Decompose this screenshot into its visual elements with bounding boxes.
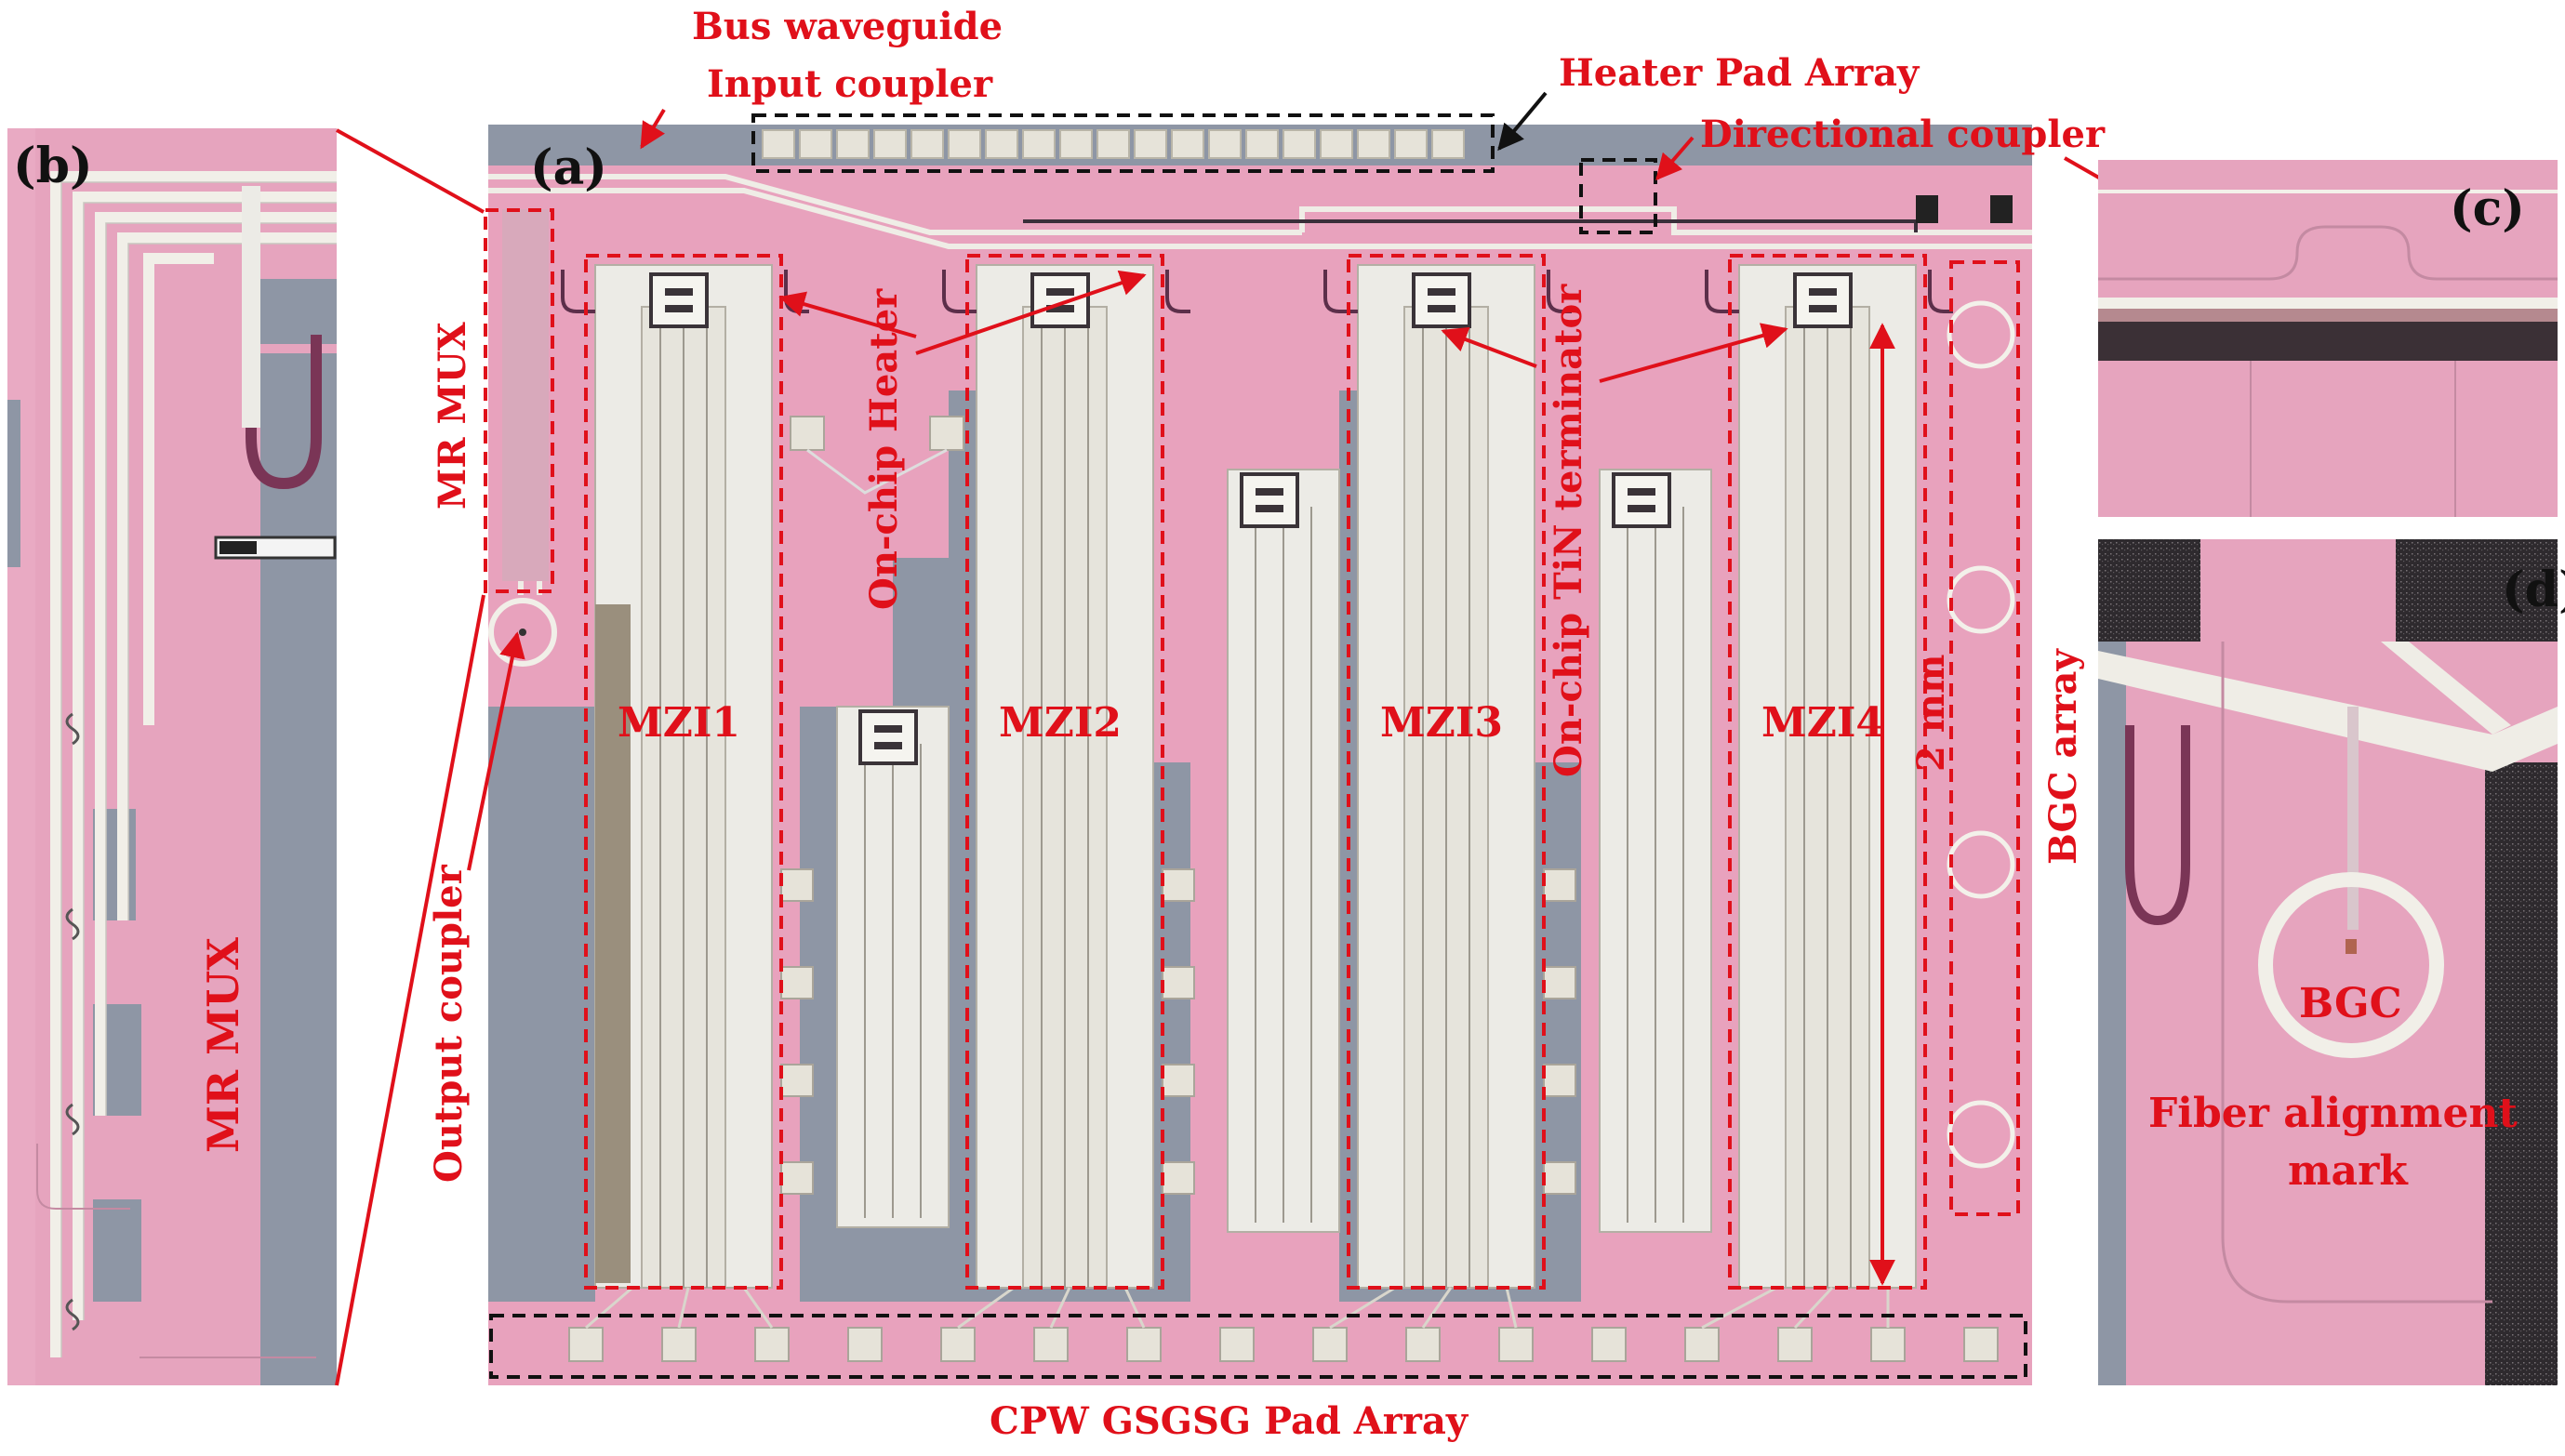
panel-a-micrograph	[488, 125, 2032, 1385]
label-mzi2: MZI2	[999, 699, 1122, 747]
label-mzi3: MZI3	[1380, 699, 1503, 747]
panel-label-a: (a)	[530, 139, 607, 196]
zoom-lines-b	[335, 128, 485, 1386]
label-directional-coupler: Directional coupler	[1700, 113, 2106, 156]
heater-pads	[762, 129, 1465, 159]
label-mr-mux-a: MR MUX	[431, 322, 474, 510]
label-cpw-pad-array: CPW GSGSG Pad Array	[990, 1399, 1469, 1443]
label-mzi4: MZI4	[1761, 699, 1884, 747]
panel-b-micrograph	[7, 128, 337, 1385]
annotation-arrows	[467, 91, 2133, 1286]
annotation-boxes	[484, 113, 2027, 1379]
panel-d-micrograph	[2098, 539, 2558, 1385]
label-2mm: 2 mm	[1909, 655, 1953, 772]
label-on-chip-heater: On-chip Heater	[862, 288, 906, 610]
label-on-chip-tin-terminator: On-chip TiN terminator	[1547, 284, 1590, 777]
label-fiber-alignment: Fiber alignment	[2148, 1090, 2518, 1137]
label-bus-waveguide: Bus waveguide	[692, 5, 1003, 48]
label-output-coupler: Output coupler	[427, 864, 471, 1183]
label-bgc: BGC	[2299, 980, 2402, 1027]
label-mzi1: MZI1	[618, 699, 740, 747]
label-mr-mux-b: MR MUX	[198, 937, 248, 1153]
panel-c-micrograph	[2098, 160, 2558, 517]
label-input-coupler: Input coupler	[707, 62, 993, 106]
label-mark: mark	[2288, 1147, 2409, 1195]
panel-label-c: (c)	[2450, 180, 2525, 237]
label-bgc-array: BGC array	[2041, 648, 2085, 865]
panel-label-d: (d)	[2502, 562, 2565, 618]
label-heater-pad-array: Heater Pad Array	[1559, 51, 1920, 95]
panel-label-b: (b)	[13, 138, 93, 194]
